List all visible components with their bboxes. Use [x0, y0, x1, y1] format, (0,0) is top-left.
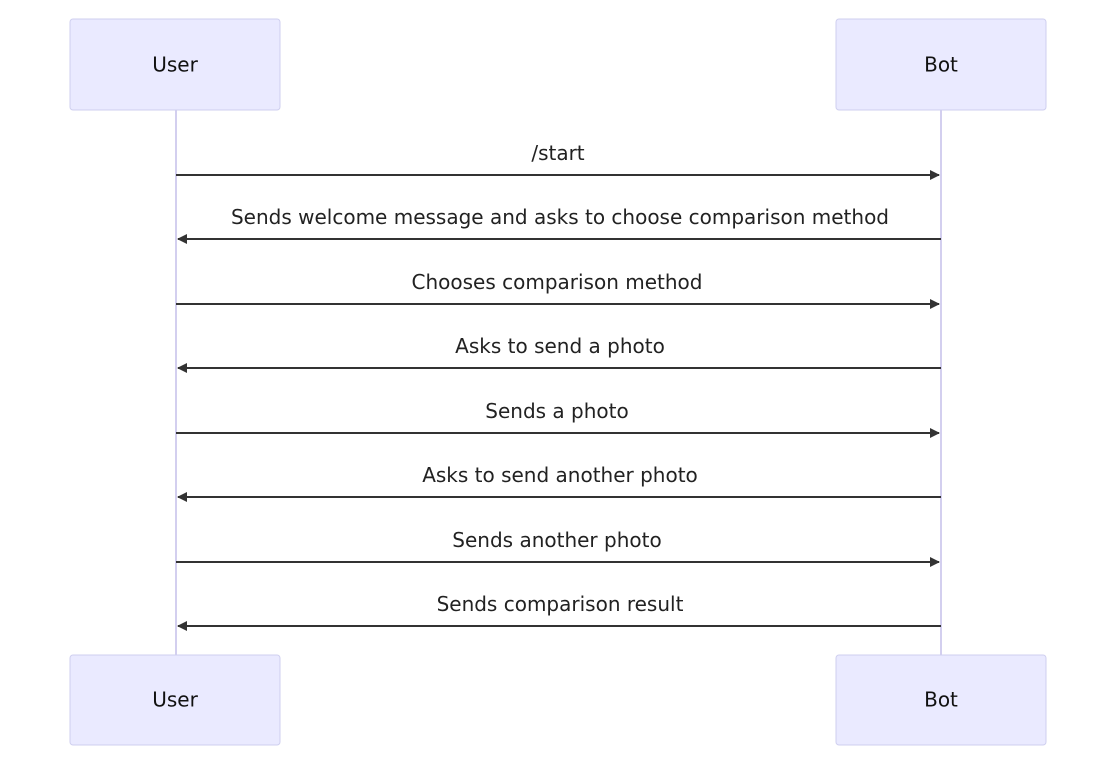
message-label: Sends comparison result	[437, 592, 684, 616]
message: Chooses comparison method	[176, 270, 940, 309]
message: Sends welcome message and asks to choose…	[177, 205, 941, 244]
message: Sends comparison result	[177, 592, 941, 631]
message-label: /start	[531, 141, 584, 165]
message: Asks to send another photo	[177, 463, 941, 502]
actor-label: Bot	[924, 53, 958, 77]
actor-label: User	[152, 53, 198, 77]
actor-user-top: User	[69, 18, 281, 111]
actor-box	[69, 18, 281, 111]
message-label: Sends another photo	[452, 528, 661, 552]
actor-user-bottom: User	[69, 654, 281, 746]
message-label: Asks to send a photo	[455, 334, 665, 358]
actor-bot-bottom: Bot	[835, 654, 1047, 746]
message: /start	[176, 141, 940, 180]
actor-box	[835, 18, 1047, 111]
message-label: Asks to send another photo	[422, 463, 698, 487]
message: Sends another photo	[176, 528, 940, 567]
actor-box	[835, 654, 1047, 746]
message-label: Chooses comparison method	[412, 270, 703, 294]
actor-label: User	[152, 688, 198, 712]
actor-box	[69, 654, 281, 746]
actor-bot-top: Bot	[835, 18, 1047, 111]
message: Sends a photo	[176, 399, 940, 438]
message-label: Sends a photo	[485, 399, 628, 423]
message: Asks to send a photo	[177, 334, 941, 373]
actor-label: Bot	[924, 688, 958, 712]
message-label: Sends welcome message and asks to choose…	[231, 205, 889, 229]
